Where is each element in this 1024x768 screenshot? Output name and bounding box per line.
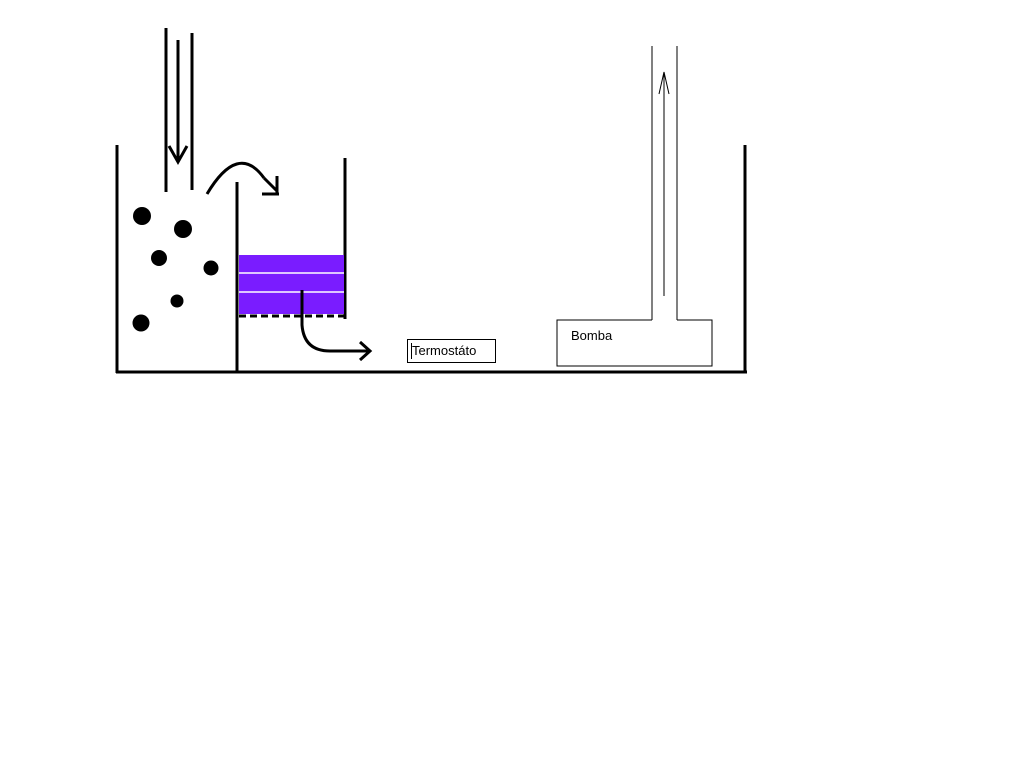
filter-media	[239, 255, 344, 314]
debris-particles	[132, 207, 219, 332]
particle	[133, 207, 151, 225]
inflow-arrow-icon	[167, 40, 189, 166]
particle	[170, 294, 184, 308]
pump-label: Bomba	[571, 328, 613, 343]
overflow-arrow-icon	[205, 161, 279, 196]
pump-box	[556, 319, 713, 367]
particle	[174, 220, 192, 238]
particle	[132, 314, 150, 332]
drain-arrow-icon	[300, 290, 373, 362]
pump-outlet-arrow-icon	[658, 71, 670, 296]
thermostat-label: Termostáto	[407, 339, 496, 363]
particle	[203, 260, 219, 276]
particle	[151, 250, 167, 266]
inflow-pipe	[164, 28, 194, 192]
pump-assembly	[556, 46, 713, 367]
